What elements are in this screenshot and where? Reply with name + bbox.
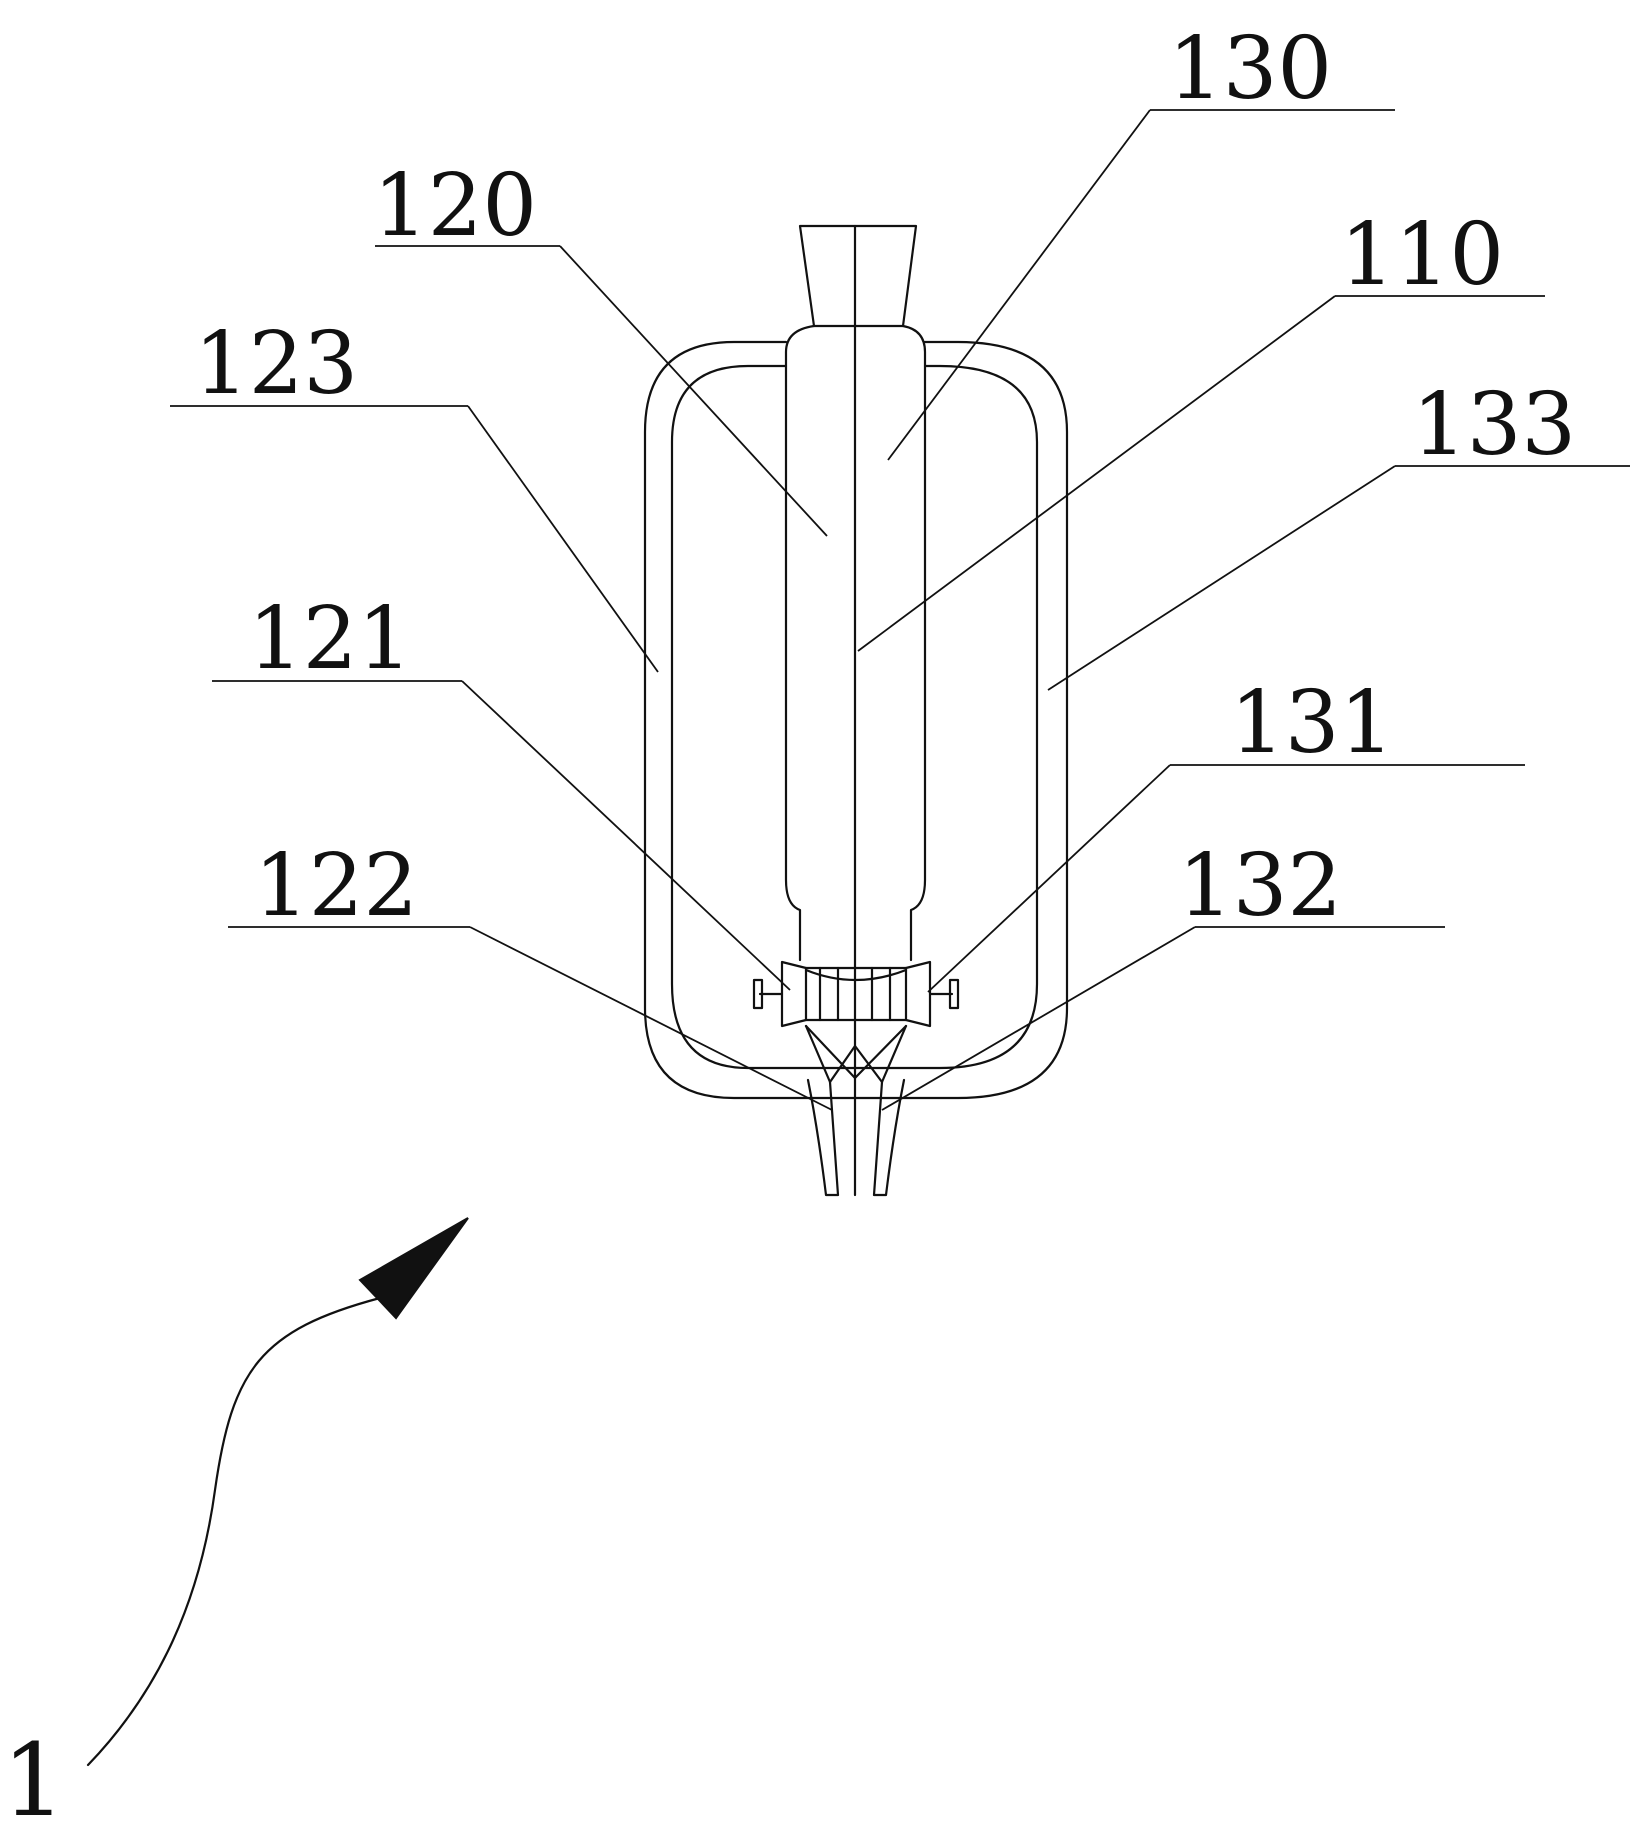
label-133: 133 (1412, 375, 1576, 475)
outer-shell (643, 340, 1069, 1100)
valve-assembly (752, 960, 960, 1028)
reference-curve (86, 1296, 382, 1767)
label-1: 1 (2, 1722, 66, 1826)
right-outlet-cone (872, 1024, 908, 1197)
outlet-v-lines (804, 1024, 908, 1084)
label-121: 121 (248, 589, 412, 689)
top-funnel (798, 224, 918, 328)
label-110: 110 (1340, 205, 1504, 305)
reference-arrowhead (358, 1217, 469, 1320)
central-column (784, 324, 927, 962)
label-132: 132 (1178, 836, 1342, 936)
label-130: 130 (1168, 19, 1332, 119)
inner-shell (670, 364, 1039, 1070)
label-120: 120 (373, 156, 537, 256)
leader-lines (170, 109, 1630, 1111)
label-122: 122 (254, 836, 418, 936)
left-outlet-cone (804, 1024, 840, 1197)
label-131: 131 (1230, 673, 1394, 773)
label-123: 123 (194, 314, 358, 414)
